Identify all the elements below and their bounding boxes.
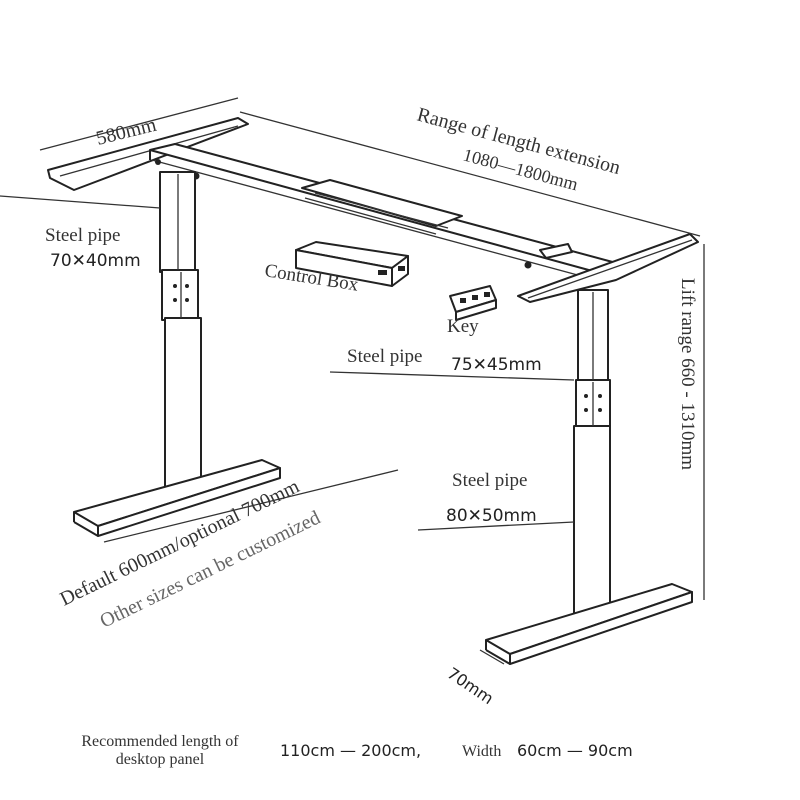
panel-width-label: Width bbox=[462, 743, 501, 760]
right-top-bracket bbox=[517, 233, 699, 303]
left-leg bbox=[159, 171, 202, 497]
right-foot bbox=[485, 583, 693, 665]
lower-pipe-size: 80✕50mm bbox=[446, 506, 537, 526]
left-foot bbox=[73, 459, 281, 537]
foot-width-label: 70mm bbox=[444, 664, 497, 709]
key-label: Key bbox=[447, 316, 479, 337]
key-handset bbox=[449, 285, 497, 321]
upper-pipe-size: 70✕40mm bbox=[50, 251, 141, 271]
panel-length-range: 110cm — 200cm, bbox=[280, 741, 421, 760]
control-box bbox=[295, 241, 409, 287]
upper-pipe-title: Steel pipe bbox=[45, 225, 120, 246]
middle-pipe-size: 75✕45mm bbox=[451, 355, 542, 375]
dimension-lines bbox=[0, 97, 705, 665]
panel-caption-line1: Recommended length of bbox=[81, 733, 239, 750]
panel-width-range: 60cm — 90cm bbox=[517, 741, 633, 760]
right-leg bbox=[573, 289, 611, 621]
lift-range-label: Lift range 660 - 1310mm bbox=[677, 278, 698, 470]
lower-pipe-title: Steel pipe bbox=[452, 470, 527, 491]
middle-pipe-title: Steel pipe bbox=[347, 346, 422, 367]
desk-frame-drawing bbox=[47, 117, 699, 665]
panel-caption-line2: desktop panel bbox=[116, 751, 205, 768]
